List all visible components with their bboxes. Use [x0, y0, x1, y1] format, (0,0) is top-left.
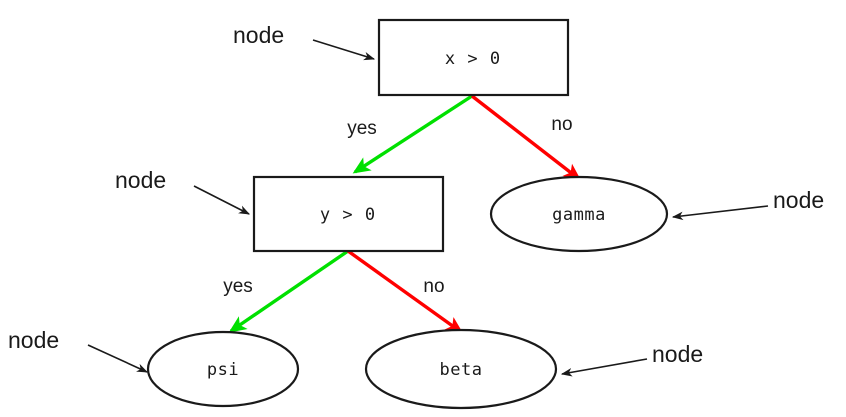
edge-root-no: no [470, 94, 582, 181]
annotation-root-leader [312, 39, 376, 61]
annotation-inner-leader [193, 185, 250, 215]
annotation-root-label: node [233, 22, 284, 48]
edge-inner-no-line [347, 249, 464, 334]
annotation-beta: node [560, 341, 703, 377]
node-inner-label: y > 0 [320, 205, 376, 225]
edge-label-root-yes: yes [347, 118, 377, 139]
node-beta-shape [364, 328, 558, 410]
edge-inner-yes: yes [223, 249, 349, 333]
annotation-gamma-label: node [773, 187, 824, 213]
node-psi-label: psi [207, 360, 239, 380]
edge-label-inner-yes: yes [223, 276, 253, 297]
edge-label-root-no: no [551, 114, 572, 135]
annotation-psi-label: node [8, 327, 59, 353]
annotation-beta-leader [560, 358, 648, 377]
node-inner[interactable]: y > 0 [252, 175, 445, 253]
annotation-gamma: node [671, 187, 824, 221]
edge-root-no-line [470, 94, 582, 181]
node-psi[interactable]: psi [146, 330, 300, 408]
annotation-inner: node [115, 167, 250, 215]
edge-label-inner-no: no [423, 276, 444, 297]
node-beta[interactable]: beta [364, 328, 558, 410]
node-gamma-label: gamma [552, 205, 606, 225]
node-inner-shape [252, 175, 445, 253]
annotation-root: node [233, 22, 376, 61]
edge-root-yes-line [352, 94, 473, 174]
node-root-label: x > 0 [445, 49, 501, 69]
annotation-psi: node [8, 327, 149, 373]
node-root[interactable]: x > 0 [377, 18, 570, 97]
node-beta-label: beta [440, 360, 483, 380]
annotation-inner-label: node [115, 167, 166, 193]
node-gamma-shape [489, 175, 669, 253]
edge-inner-yes-line [228, 249, 349, 333]
annotation-beta-label: node [652, 341, 703, 367]
edge-inner-no: no [347, 249, 464, 334]
node-root-shape [377, 18, 570, 97]
annotation-psi-leader [87, 344, 149, 373]
annotation-gamma-leader [671, 205, 769, 221]
edge-root-yes: yes [347, 94, 473, 174]
node-gamma[interactable]: gamma [489, 175, 669, 253]
